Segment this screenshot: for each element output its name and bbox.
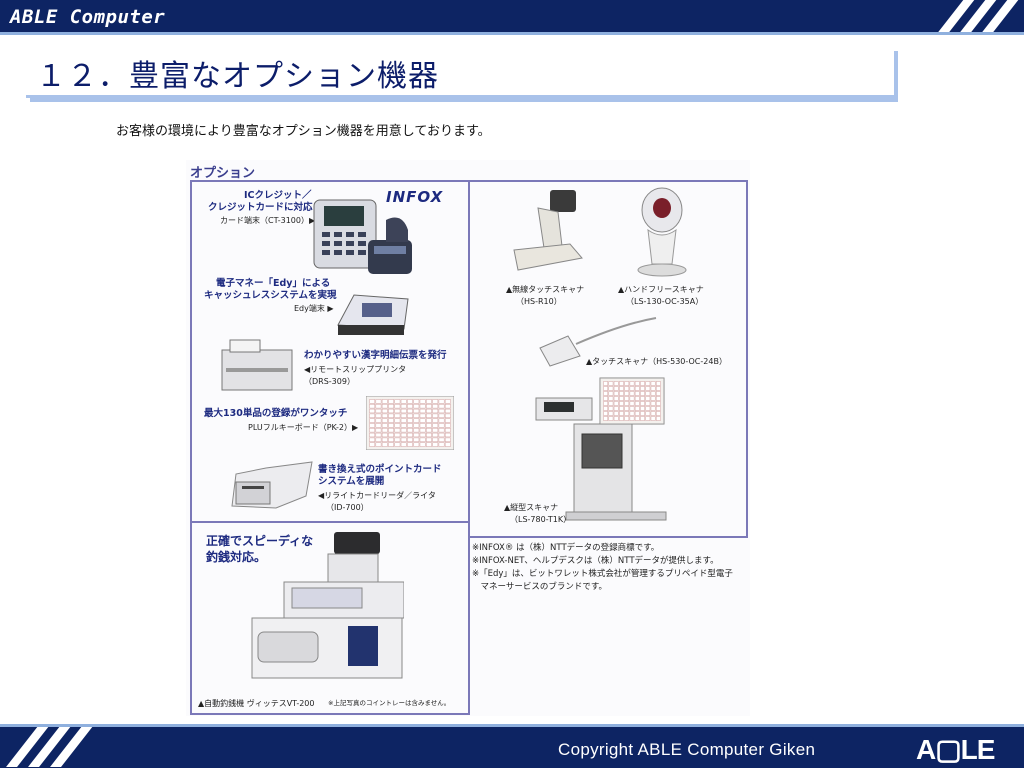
page-subtitle: お客様の環境により豊富なオプション機器を用意しております。 (116, 124, 491, 139)
option-model: Edy端末 ▶ (294, 304, 334, 313)
slip-printer-image (221, 339, 293, 391)
option-label: 正確でスピーディな (206, 534, 314, 548)
vertical-scanner-keys (600, 378, 664, 424)
options-catalog-image: オプション ICクレジット／ クレジットカードに対応 カード端末（CT-3100… (186, 160, 750, 716)
scanner-caption: （HS-R10） (516, 297, 562, 306)
machine-caption: ▲自動釣銭機 ヴィッテスVT-200 (198, 699, 315, 708)
top-divider (0, 32, 1024, 35)
scanner-caption: （LS-130-OC-35A） (626, 297, 704, 306)
bottom-banner: Copyright ABLE Computer Giken (0, 727, 1024, 768)
option-model: カード端末（CT-3100）▶ (220, 216, 316, 225)
plu-keyboard-image (366, 396, 454, 450)
option-label: キャッシュレスシステムを実現 (204, 290, 337, 301)
option-label: 電子マネー「Edy」による (216, 278, 331, 289)
option-label: 書き換え式のポイントカード (318, 464, 442, 475)
scanner-caption: ▲無線タッチスキャナ (506, 285, 585, 294)
wireless-scanner-image (513, 190, 583, 271)
option-label: わかりやすい漢字明細伝票を発行 (304, 350, 447, 361)
page-title: １２．豊富なオプション機器 (36, 59, 439, 94)
brand-name: ABLE Computer (10, 6, 166, 28)
change-machine-image (251, 532, 404, 679)
option-model: （DRS-309） (304, 377, 355, 386)
frame-right-top (468, 180, 748, 538)
scanner-caption: （LS-780-T1K） (510, 515, 572, 524)
bottom-divider (0, 724, 1024, 727)
machine-caption-note: ※上記写真のコイントレーは含みません。 (328, 699, 451, 707)
edy-terminal-image (337, 294, 409, 335)
option-model: （ID-700） (326, 503, 369, 512)
option-label: システムを展開 (318, 476, 385, 487)
option-label: ICクレジット／ (244, 190, 312, 201)
handsfree-scanner-image (637, 187, 687, 277)
scanner-caption: ▲ハンドフリースキャナ (618, 285, 704, 294)
touch-scanner-image (539, 317, 657, 367)
option-label: クレジットカードに対応 (208, 202, 313, 213)
option-model: ◀リライトカードリーダ／ライタ (318, 491, 436, 500)
trademark-note: ※「Edy」は、ビットワレット株式会社が管理するプリペイド型電子 (472, 569, 733, 579)
card-terminal-image (313, 199, 412, 274)
trademark-note: マネーサービスのブランドです。 (472, 582, 607, 592)
frame-left-bottom (190, 521, 470, 715)
scanner-caption: ▲縦型スキャナ (504, 503, 559, 512)
trademark-note: ※INFOX-NET、ヘルプデスクは（株）NTTデータが提供します。 (472, 556, 719, 566)
title-panel: １２．豊富なオプション機器 (26, 47, 894, 98)
option-label: 最大130単品の登録がワンタッチ (204, 408, 348, 419)
option-model: ◀リモートスリッププリンタ (304, 365, 407, 374)
scanner-caption: ▲タッチスキャナ（HS-530-OC-24B） (586, 357, 727, 366)
able-logo: A▢LE (916, 734, 995, 765)
catalog-heading: オプション (190, 166, 256, 181)
card-reader-image (231, 461, 313, 509)
option-label: 釣銭対応。 (206, 550, 267, 564)
option-model: PLUフルキーボード（PK-2）▶ (248, 423, 359, 432)
trademark-note: ※INFOX® は（株）NTTデータの登録商標です。 (472, 543, 660, 553)
infox-logo: INFOX (386, 188, 444, 206)
copyright-text: Copyright ABLE Computer Giken (558, 740, 816, 759)
top-banner: ABLE Computer (0, 0, 1024, 32)
